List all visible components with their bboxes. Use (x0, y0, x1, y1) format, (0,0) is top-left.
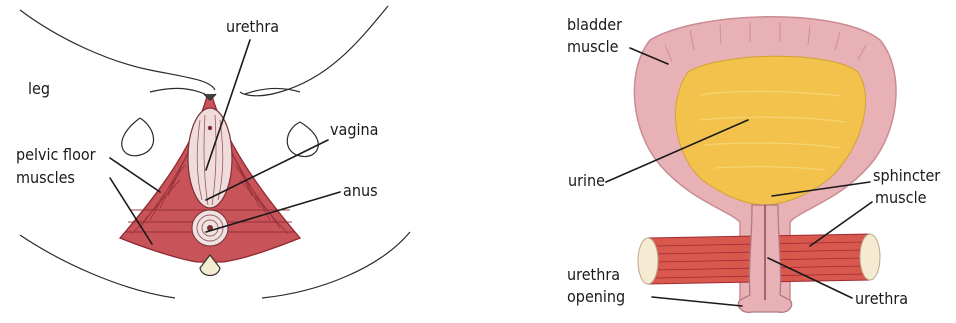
label-leg: leg (28, 79, 50, 98)
label-urethra-opening-line1: urethra (567, 265, 620, 284)
urethral-opening (208, 126, 212, 130)
label-pelvic-floor-line2: muscles (16, 168, 75, 187)
label-anus: anus (343, 181, 378, 200)
label-urethra-right: urethra (855, 289, 908, 308)
label-pelvic-floor-line1: pelvic floor (16, 145, 96, 164)
label-bladder-line1: bladder (567, 15, 622, 34)
label-bladder-line2: muscle (567, 37, 619, 56)
label-urethra-opening-line2: opening (567, 287, 625, 306)
leader-pelvic-1 (110, 158, 160, 192)
label-vagina: vagina (330, 120, 378, 139)
bladder-figure (634, 17, 896, 313)
anus (192, 210, 228, 246)
label-sphincter-line1: sphincter (873, 166, 940, 185)
leader-urethra-opening (652, 297, 742, 306)
label-urine: urine (568, 171, 605, 190)
label-urethra-left: urethra (226, 17, 279, 36)
label-sphincter-line2: muscle (875, 188, 927, 207)
